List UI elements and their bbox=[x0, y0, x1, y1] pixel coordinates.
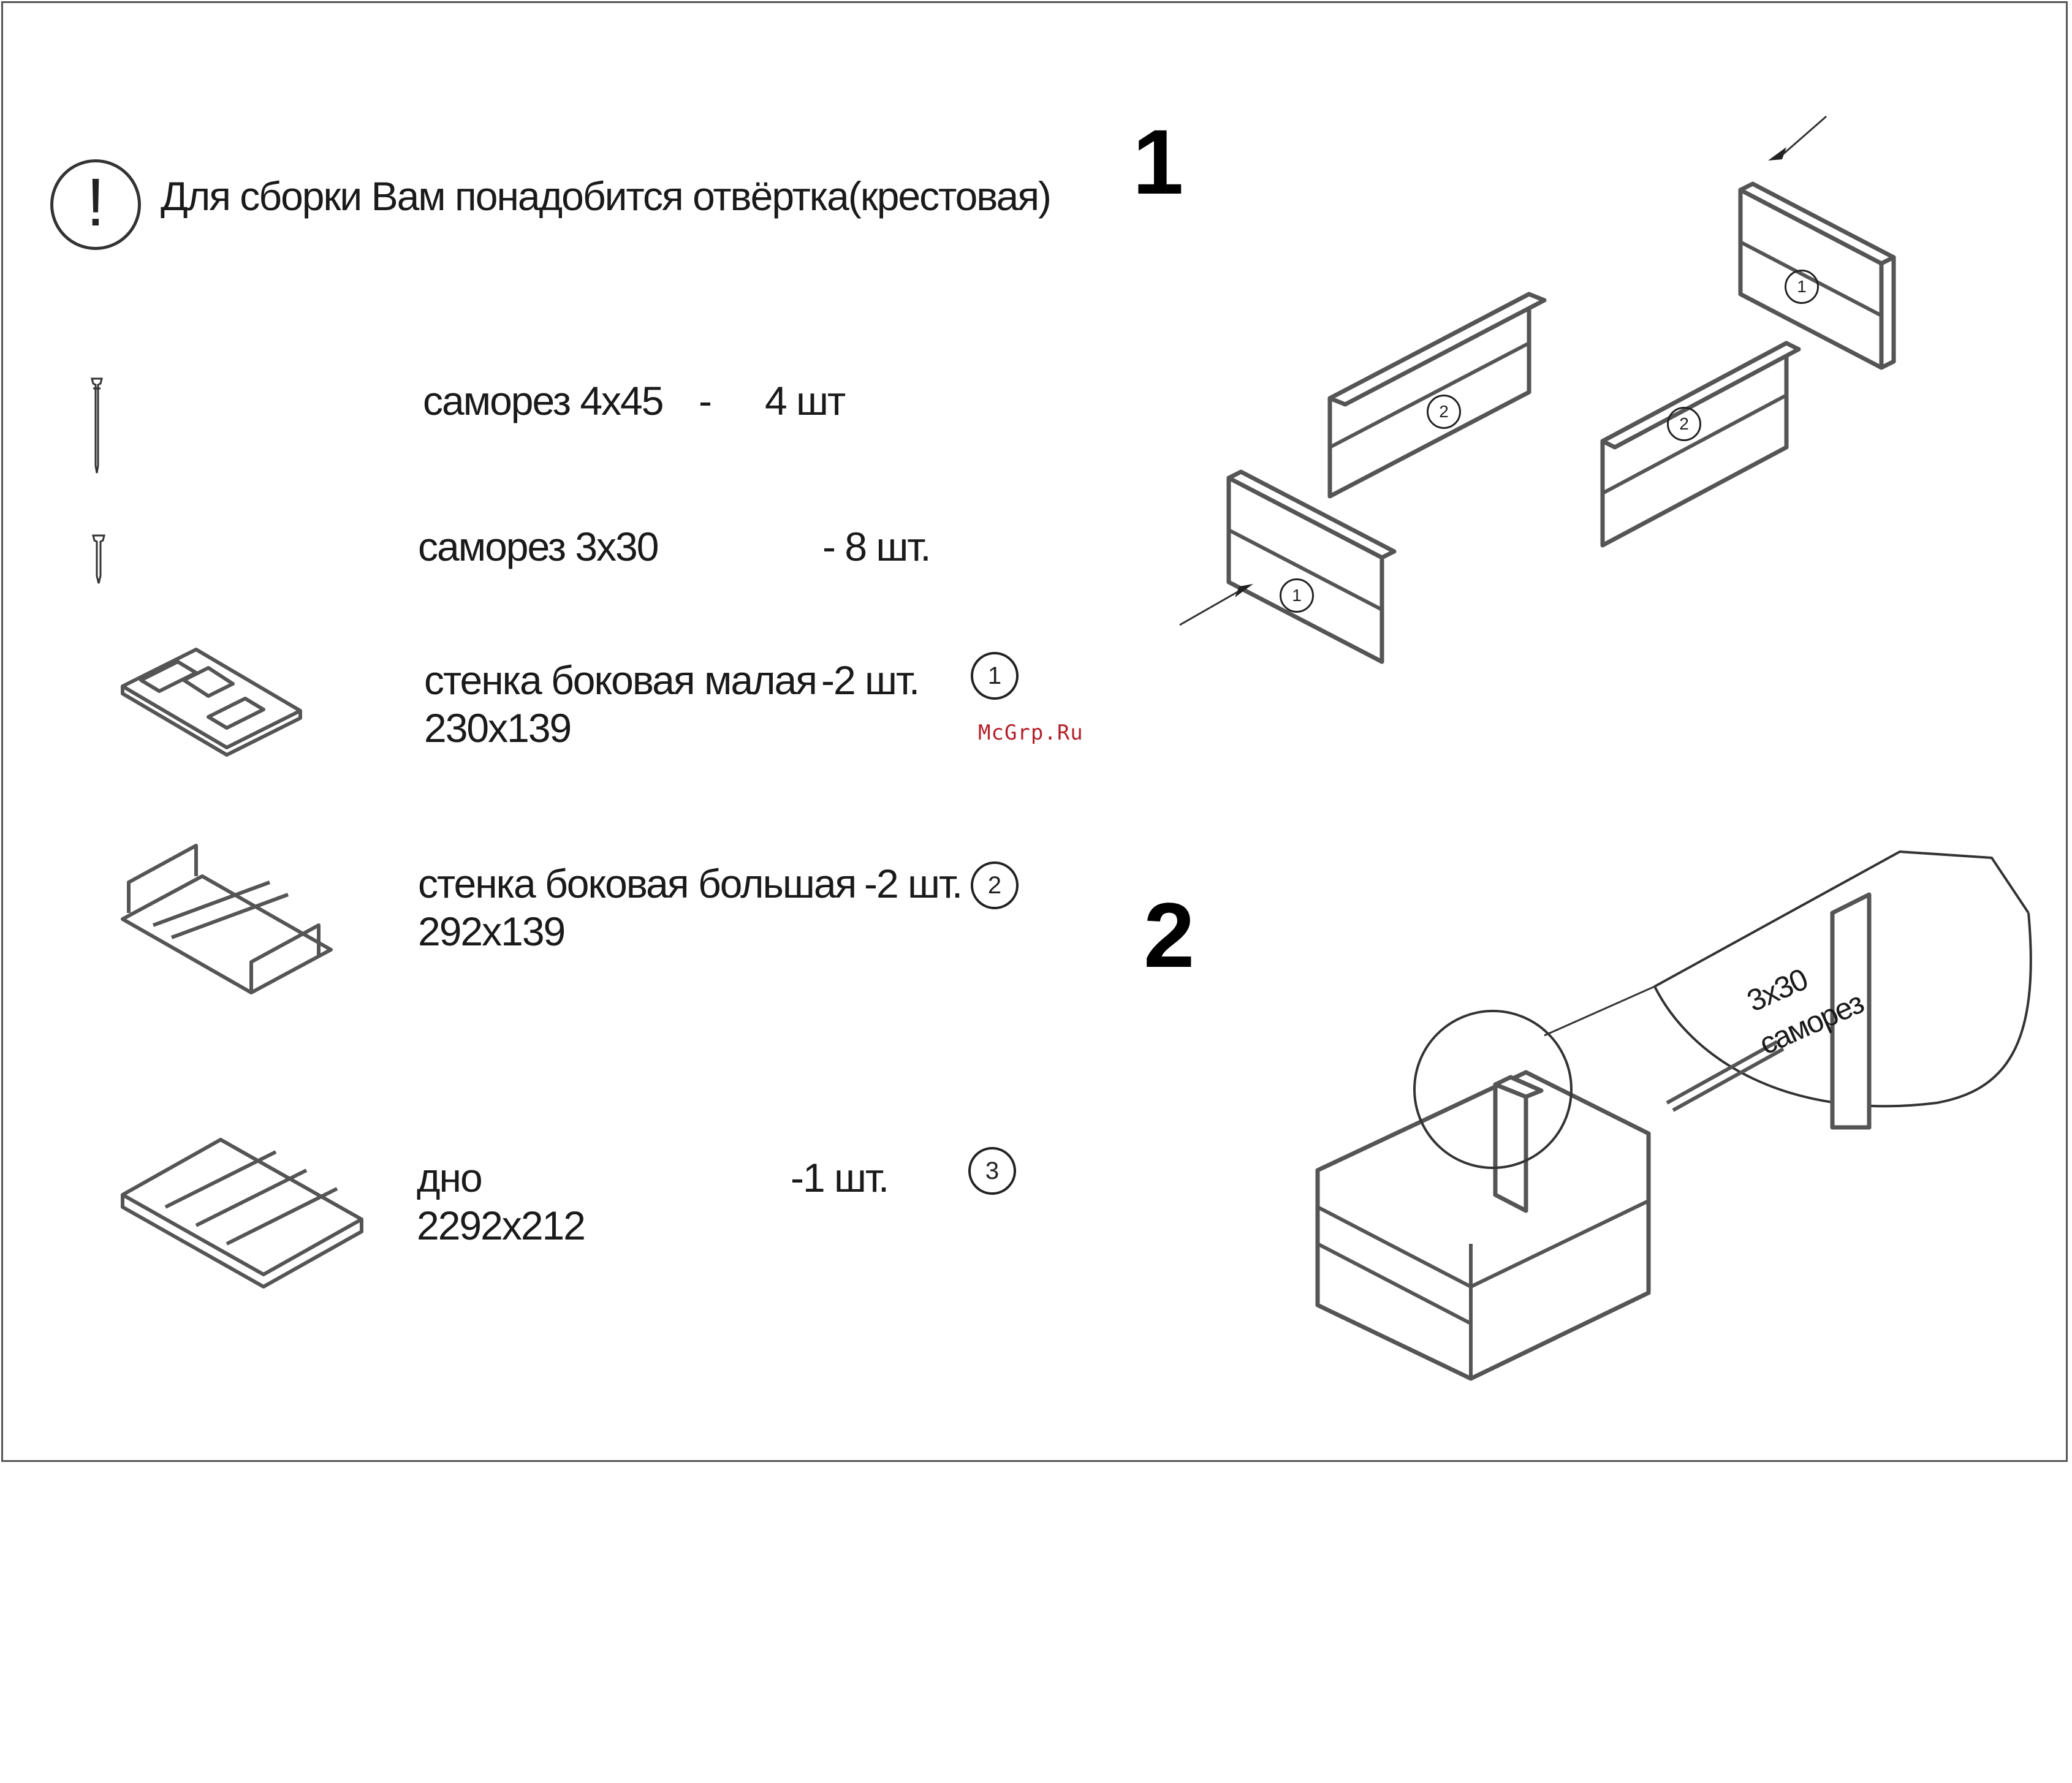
part-long-screw-qty: 4 шт bbox=[765, 377, 844, 424]
part-bottom-qty: -1 шт. bbox=[791, 1154, 888, 1201]
diagram1-label-4: 1 bbox=[1280, 578, 1314, 613]
part-bottom-name: дно bbox=[417, 1154, 482, 1201]
diagram1-label-3: 2 bbox=[1667, 407, 1701, 441]
part-bottom-marker: 3 bbox=[968, 1147, 1016, 1195]
part-large-wall-marker: 2 bbox=[971, 861, 1019, 909]
tool-note: Для сборки Вам понадобится отвёртка(крес… bbox=[161, 173, 1050, 219]
part-short-screw-qty: - 8 шт. bbox=[822, 523, 930, 570]
part-large-wall-qty: -2 шт. bbox=[864, 860, 962, 907]
part-large-wall-size: 292x139 bbox=[418, 908, 564, 955]
part-long-screw-name: саморез 4x45 bbox=[423, 377, 662, 424]
large-side-wall-icon bbox=[116, 858, 337, 1005]
part-small-wall-name: стенка боковая малая bbox=[424, 657, 816, 703]
part-small-wall-size: 230x139 bbox=[424, 705, 571, 751]
part-small-wall-marker: 1 bbox=[971, 652, 1019, 700]
part-large-wall-name: стенка боковая большая bbox=[418, 860, 856, 907]
part-bottom-size: 2292x212 bbox=[417, 1202, 585, 1249]
diagram1-label-2: 2 bbox=[1427, 395, 1461, 429]
diagram1-label-1: 1 bbox=[1785, 270, 1819, 304]
exclamation-icon: ! bbox=[50, 159, 141, 250]
part-long-screw-dash: - bbox=[699, 377, 711, 424]
bottom-panel-icon bbox=[116, 1127, 374, 1287]
part-small-wall-qty: -2 шт. bbox=[821, 657, 919, 703]
small-side-wall-icon bbox=[116, 643, 313, 766]
long-screw-icon bbox=[85, 374, 109, 478]
short-screw-icon bbox=[87, 532, 112, 587]
step-2-diagram bbox=[1287, 839, 2071, 1783]
step-2-number: 2 bbox=[1144, 882, 1194, 988]
part-short-screw-name: саморез 3x30 bbox=[418, 523, 658, 570]
watermark: McGrp.Ru bbox=[978, 721, 1083, 745]
